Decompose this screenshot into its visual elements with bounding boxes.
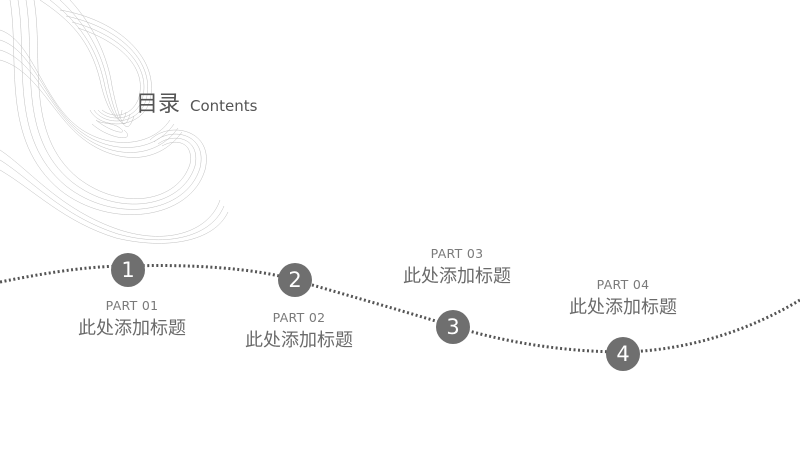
section-3-heading: 此处添加标题 [372,262,542,288]
section-2-label: PART 02 此处添加标题 [214,310,384,352]
section-3-label: PART 03 此处添加标题 [372,246,542,288]
section-1-label: PART 01 此处添加标题 [47,298,217,340]
section-2-number-circle[interactable]: 2 [278,263,312,297]
section-1-number-circle[interactable]: 1 [111,253,145,287]
section-3-part: PART 03 [372,246,542,261]
section-4-number-circle[interactable]: 4 [606,337,640,371]
section-2-heading: 此处添加标题 [214,326,384,352]
section-1-heading: 此处添加标题 [47,314,217,340]
section-2-part: PART 02 [214,310,384,325]
section-4-label: PART 04 此处添加标题 [538,277,708,319]
section-1-part: PART 01 [47,298,217,313]
section-3-number-circle[interactable]: 3 [436,310,470,344]
section-4-part: PART 04 [538,277,708,292]
section-4-heading: 此处添加标题 [538,293,708,319]
